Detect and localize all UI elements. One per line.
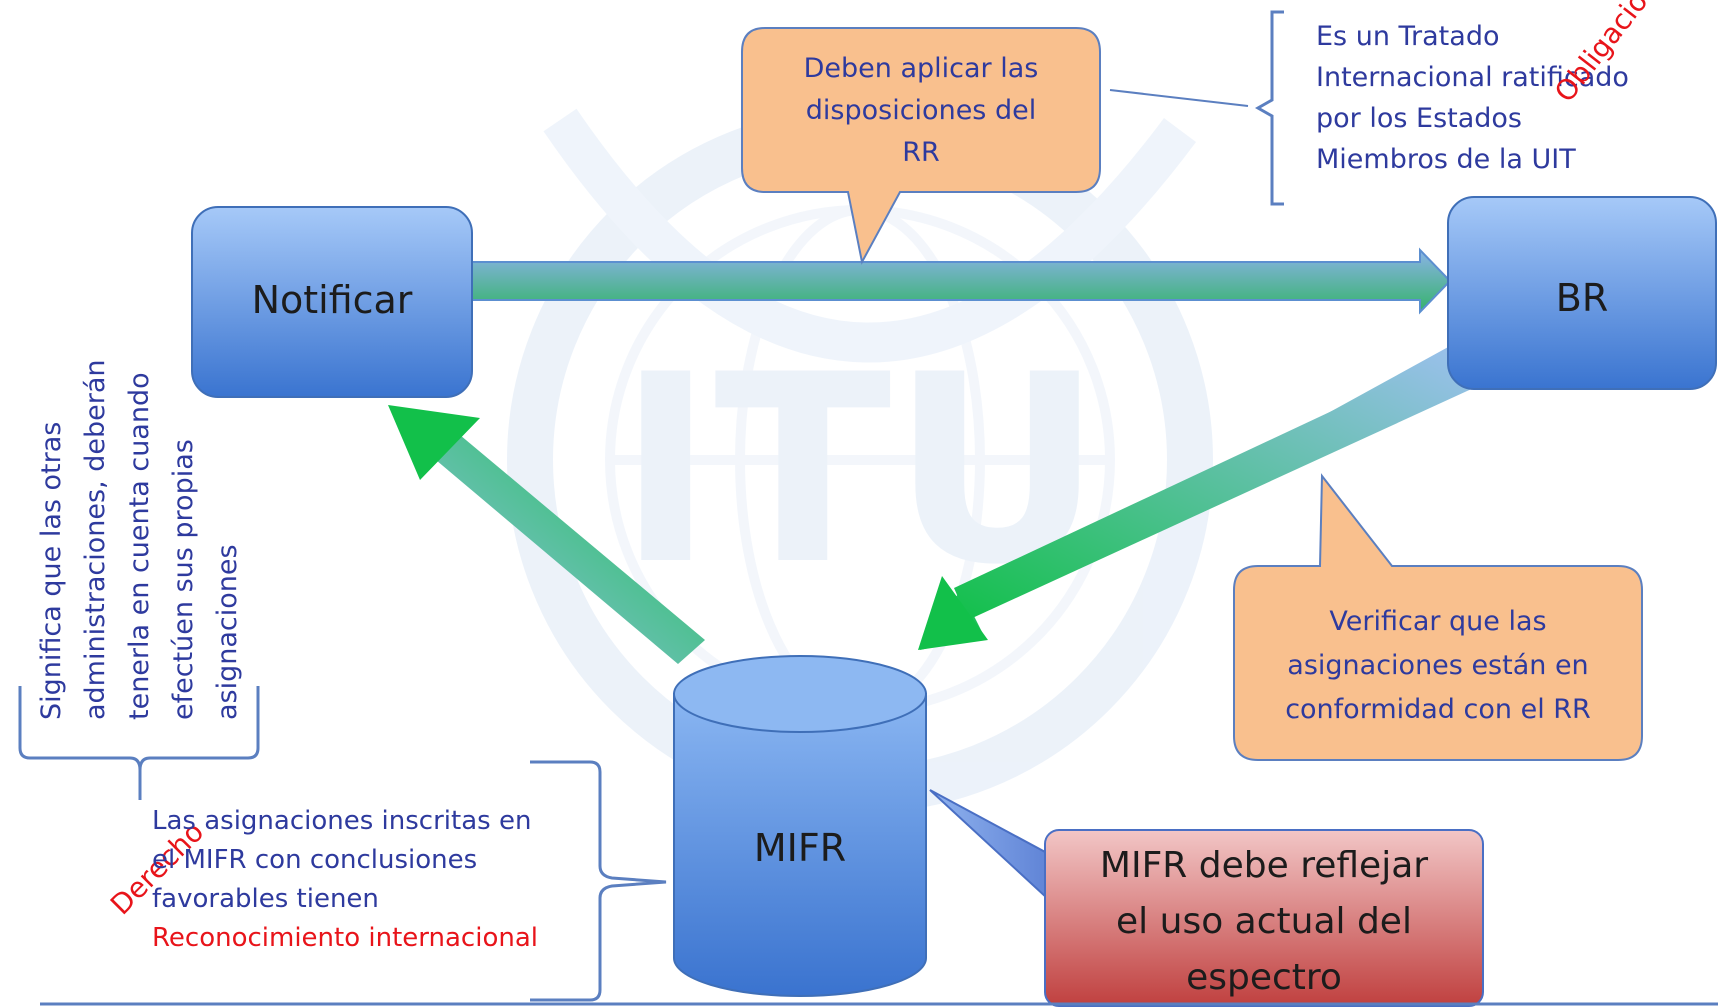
asignaciones-line: Las asignaciones inscritas en (152, 806, 532, 836)
node-notificar (191, 206, 473, 398)
asignaciones-text: Las asignaciones inscritas en el MIFR co… (152, 802, 572, 958)
significa-line: asignaciones (212, 544, 243, 720)
brace-significa (18, 686, 260, 800)
brace-asignaciones (530, 760, 667, 1002)
arrow-br-to-mifr-head (918, 576, 988, 650)
callout-mifr-uso-line: espectro (1186, 957, 1342, 998)
callout-deben-text: Deben aplicar las disposiciones del RR (742, 48, 1100, 174)
callout-verificar-line: Verificar que las (1329, 606, 1547, 637)
node-br-label: BR (1555, 276, 1609, 320)
asignaciones-highlight: Reconocimiento internacional (152, 923, 538, 953)
callout-verificar-shape (1233, 473, 1643, 761)
callout-mifr-uso-line: el uso actual del (1116, 901, 1412, 942)
node-notificar-label: Notificar (251, 278, 413, 322)
tratado-line: por los Estados (1316, 103, 1522, 134)
callout-deben-line: Deben aplicar las (803, 53, 1039, 84)
tratado-text: Es un Tratado Internacional ratificado p… (1316, 16, 1629, 180)
callout-verificar-line: asignaciones están en (1287, 650, 1589, 681)
significa-line: efectúen sus propias (168, 439, 199, 720)
tratado-line: Internacional ratificado (1316, 62, 1629, 93)
callout-deben-line: disposiciones del (805, 95, 1037, 126)
significa-text: Significa que las otras administraciones… (30, 300, 250, 720)
asignaciones-line: favorables tienen (152, 884, 379, 914)
callout-verificar-line: conformidad con el RR (1285, 694, 1591, 725)
significa-line: tenerla en cuenta cuando (124, 372, 155, 720)
callout-deben-shape (741, 27, 1101, 265)
tratado-line: Es un Tratado (1316, 21, 1500, 52)
significa-line: Significa que las otras (36, 421, 67, 720)
arrow-mifr-to-notificar-body (430, 430, 705, 664)
arrow-notificar-to-br (469, 247, 1452, 315)
brace-tratado (1254, 10, 1284, 206)
connector-deben-tratado (1109, 89, 1249, 107)
callout-mifr-uso-line: MIFR debe reflejar (1099, 845, 1429, 886)
node-mifr-cylinder (673, 655, 927, 997)
callout-deben-line: RR (902, 137, 940, 168)
arrow-mifr-to-notificar-head (388, 405, 480, 480)
arrow-br-to-mifr-body (954, 350, 1478, 620)
node-br (1447, 196, 1717, 390)
callout-verificar-text: Verificar que las asignaciones están en … (1234, 600, 1642, 732)
node-mifr-label: MIFR (753, 826, 847, 870)
asignaciones-line: el MIFR con conclusiones (152, 845, 478, 875)
callout-mifr-uso-text: MIFR debe reflejar el uso actual del esp… (1045, 838, 1483, 1006)
callout-mifr-uso-pointer (929, 789, 1061, 913)
tratado-line: Miembros de la UIT (1316, 144, 1576, 175)
callout-mifr-uso-box (1044, 829, 1484, 1007)
significa-line: administraciones, deberán (80, 359, 111, 720)
